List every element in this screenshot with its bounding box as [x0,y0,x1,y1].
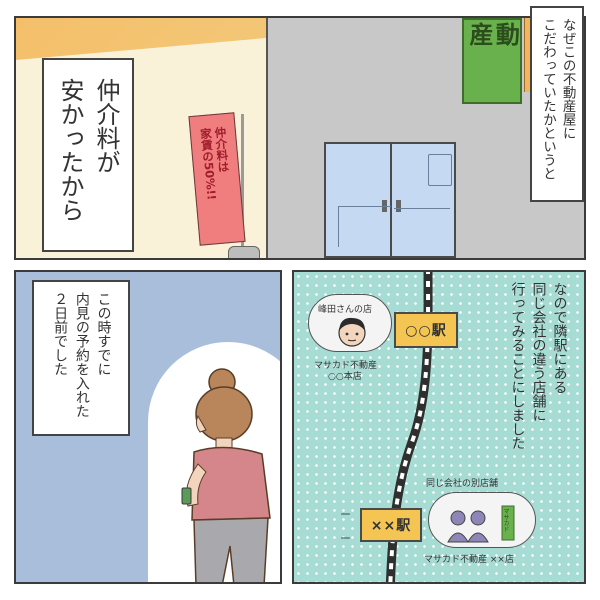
shop-a-caption: 峰田さんの店 [318,305,373,315]
narration-box-why: なぜこの不動産屋に こだわっていたかというと [530,6,584,202]
glass-door [324,142,456,258]
store-sign-text: 動 産 [465,22,520,46]
shop-b-name: マサカド不動産 ××店 [424,555,514,565]
store-sign: 動 産 [462,18,522,104]
narration-box-visit: この時すでに 内見の予約を入れた ２日前でした [32,280,130,436]
agent-face-icon [338,317,366,347]
narration-why-text: なぜこの不動産屋に こだわっていたかというと [540,18,576,180]
shop-a-name-line1: マサカド不動産 [314,361,378,371]
station-b-label: ××駅 [370,518,412,534]
narration-fee-text: 仲介料が 安かったから [56,78,120,222]
woman-with-phone-figure [181,368,271,582]
station-a-label: ○○駅 [405,323,447,339]
flag-base [228,246,260,258]
building-edge [266,18,268,258]
narration-visit-text: この時すでに 内見の予約を入れた ２日前でした [52,292,112,418]
emphasis-mark: ー [340,508,351,521]
flag-pole [241,114,244,254]
station-b: ××駅 [360,508,422,542]
shop-b-sign-text: マサカド [502,508,509,532]
store-sign-accent [524,18,535,92]
door-handle-right [396,200,401,212]
panel-character: この時すでに 内見の予約を入れた ２日前でした [14,270,282,584]
door-reflection-counter [338,206,391,247]
shop-a-name-line2: ○○本店 [328,372,362,382]
panel-storefront: 動 産 仲介料は 家賃の50%!! 仲介料が 安かったから [14,16,586,260]
narration-box-fee: 仲介料が 安かったから [42,58,134,252]
door-sticker-icon [428,154,452,186]
narration-decide-text: なので隣駅にある 同じ会社の違う店舗に 行ってみることにしました [509,282,568,450]
door-reflection-shelf [394,208,450,227]
emphasis-mark: ー [340,532,351,545]
station-a: ○○駅 [394,312,458,348]
narration-box-decide: なので隣駅にある 同じ会社の違う店舗に 行ってみることにしました [490,278,584,478]
panel-map: 峰田さんの店 マサカド不動産 ○○本店 ○○駅 ー ー ××駅 同じ会社の別店舗 [292,270,586,584]
promo-flag-text: 仲介料は 家賃の50%!! [198,125,231,201]
shop-b-people-icon [447,505,515,543]
door-divider [390,144,392,258]
shop-b-caption: 同じ会社の別店舗 [426,479,499,489]
